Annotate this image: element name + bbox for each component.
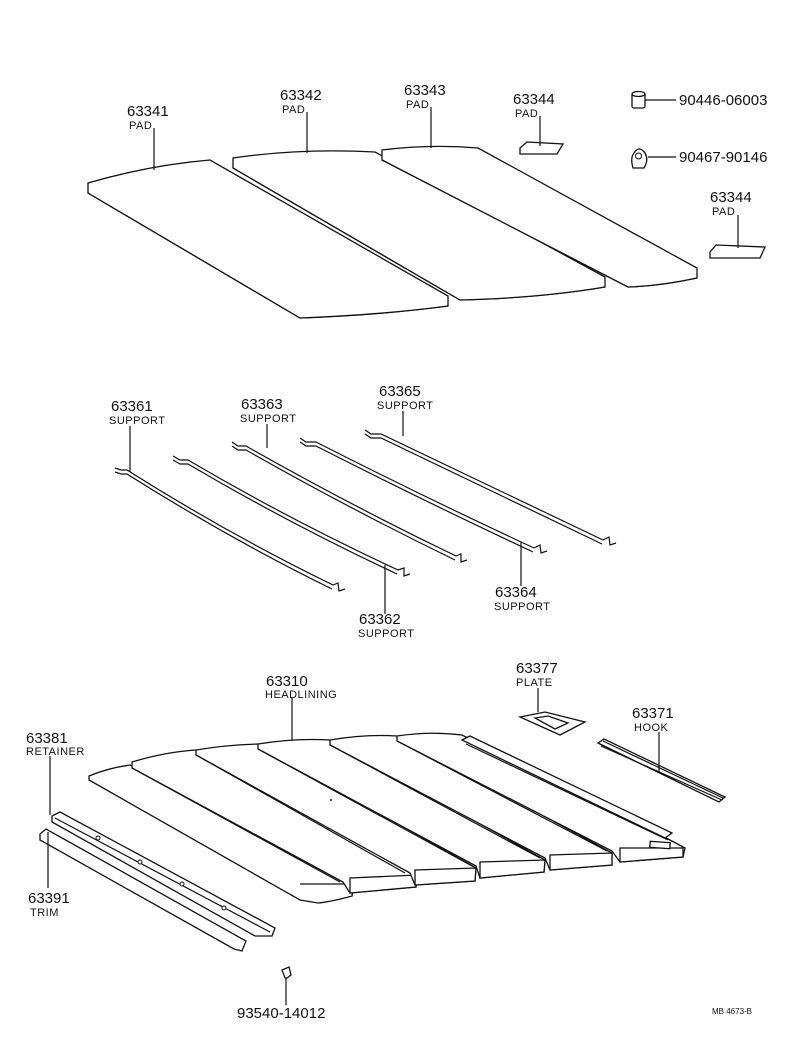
svg-text:PLATE: PLATE — [516, 677, 553, 689]
svg-text:90446-06003: 90446-06003 — [679, 92, 767, 109]
pad-63344-small-right — [709, 244, 766, 259]
svg-text:SUPPORT: SUPPORT — [494, 601, 550, 613]
label-63343: 63343 PAD — [404, 82, 446, 111]
svg-text:63364: 63364 — [495, 584, 537, 601]
hook-63371 — [596, 738, 727, 803]
pad-63342 — [232, 150, 606, 301]
svg-text:TRIM: TRIM — [30, 907, 59, 919]
svg-text:PAD: PAD — [282, 104, 305, 116]
svg-text:HEADLINING: HEADLINING — [265, 689, 337, 701]
pad-63344-small-top — [519, 141, 565, 155]
label-63341: 63341 PAD — [127, 103, 169, 132]
label-90446: 90446-06003 — [679, 92, 767, 109]
label-63344-right: 63344 PAD — [710, 189, 752, 218]
svg-text:MB 4673-B: MB 4673-B — [712, 1007, 752, 1016]
svg-text:63361: 63361 — [111, 398, 153, 415]
svg-text:63343: 63343 — [404, 82, 446, 99]
label-63391: 63391 TRIM — [28, 890, 70, 919]
trim-63391 — [39, 828, 247, 952]
svg-text:SUPPORT: SUPPORT — [109, 415, 165, 427]
label-63363: 63363 SUPPORT — [240, 396, 296, 425]
support-63364 — [299, 437, 548, 554]
label-63344-top: 63344 PAD — [513, 91, 555, 120]
svg-text:63362: 63362 — [359, 611, 401, 628]
label-63377: 63377 PLATE — [516, 660, 558, 689]
svg-text:63377: 63377 — [516, 660, 558, 677]
pad-63343 — [381, 145, 698, 288]
clip-90446-icon — [631, 90, 676, 109]
reference-code: MB 4673-B — [712, 1007, 752, 1016]
pad-63341 — [87, 159, 449, 319]
svg-text:RETAINER: RETAINER — [26, 746, 85, 758]
svg-text:63341: 63341 — [127, 103, 169, 120]
support-63362 — [172, 455, 411, 577]
svg-text:HOOK: HOOK — [634, 722, 669, 734]
svg-text:SUPPORT: SUPPORT — [377, 400, 433, 412]
svg-text:PAD: PAD — [406, 99, 429, 111]
support-63361 — [114, 467, 346, 592]
screw-93540-icon — [281, 966, 292, 1005]
label-93540: 93540-14012 — [237, 1005, 325, 1022]
label-63364: 63364 SUPPORT — [494, 584, 550, 613]
svg-text:SUPPORT: SUPPORT — [358, 628, 414, 640]
svg-text:90467-90146: 90467-90146 — [679, 149, 767, 166]
label-90467: 90467-90146 — [679, 149, 767, 166]
svg-text:PAD: PAD — [712, 206, 735, 218]
headlining-63310 — [88, 732, 686, 904]
svg-text:93540-14012: 93540-14012 — [237, 1005, 325, 1022]
label-63381: 63381 RETAINER — [26, 730, 85, 758]
svg-text:63344: 63344 — [513, 91, 555, 108]
svg-text:PAD: PAD — [129, 120, 152, 132]
label-63365: 63365 SUPPORT — [377, 383, 433, 412]
label-63310: 63310 HEADLINING — [265, 673, 337, 701]
svg-text:63342: 63342 — [280, 87, 322, 104]
svg-text:63365: 63365 — [379, 383, 421, 400]
retainer-63381 — [51, 811, 276, 937]
label-63371: 63371 HOOK — [632, 705, 674, 734]
plate-63377 — [517, 711, 587, 736]
svg-text:63391: 63391 — [28, 890, 70, 907]
support-63363 — [231, 441, 468, 563]
svg-text:63371: 63371 — [632, 705, 674, 722]
svg-text:63310: 63310 — [266, 673, 308, 690]
label-63362: 63362 SUPPORT — [358, 611, 414, 640]
support-63365 — [364, 429, 617, 546]
label-63342: 63342 PAD — [280, 87, 322, 116]
svg-text:63363: 63363 — [241, 396, 283, 413]
clip-90467-icon — [631, 148, 676, 169]
label-63361: 63361 SUPPORT — [109, 398, 165, 427]
svg-text:PAD: PAD — [515, 108, 538, 120]
svg-text:63344: 63344 — [710, 189, 752, 206]
svg-text:63381: 63381 — [26, 730, 68, 747]
svg-text:SUPPORT: SUPPORT — [240, 413, 296, 425]
